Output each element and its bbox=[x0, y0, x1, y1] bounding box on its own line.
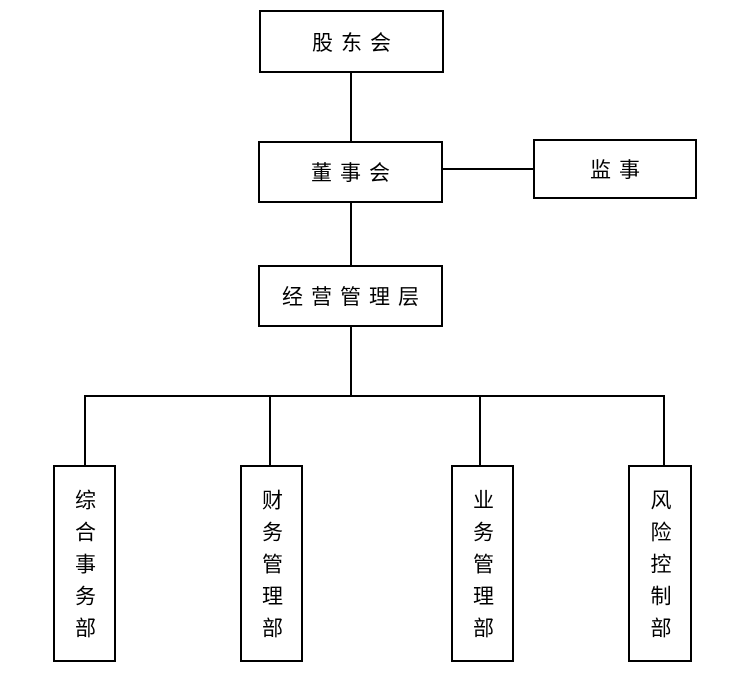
node-board-label: 董事会 bbox=[311, 161, 398, 185]
node-management-layer: 经营管理层 bbox=[258, 265, 443, 327]
connector-management-bus bbox=[350, 327, 352, 397]
node-supervisor-label: 监事 bbox=[590, 158, 648, 182]
connector-shareholders-board bbox=[350, 73, 352, 141]
connector-horizontal-bus bbox=[84, 395, 665, 397]
node-board-of-directors: 董事会 bbox=[258, 141, 443, 203]
node-dept-general-label: 综合事务部 bbox=[72, 489, 97, 649]
node-shareholders-label: 股东会 bbox=[312, 30, 399, 55]
node-dept-risk-label: 风险控制部 bbox=[648, 489, 672, 649]
node-dept-finance-label: 财务管理部 bbox=[259, 489, 284, 649]
node-dept-risk-control: 风险控制部 bbox=[628, 465, 692, 662]
node-dept-general-affairs: 综合事务部 bbox=[53, 465, 116, 662]
node-supervisor: 监事 bbox=[533, 139, 697, 199]
connector-drop-dept-general bbox=[84, 397, 86, 465]
connector-board-management bbox=[350, 203, 352, 265]
connector-drop-dept-risk bbox=[663, 397, 665, 465]
node-dept-business-label: 业务管理部 bbox=[470, 489, 495, 649]
node-shareholders-meeting: 股东会 bbox=[259, 10, 444, 73]
node-management-label: 经营管理层 bbox=[282, 285, 427, 309]
node-dept-finance-management: 财务管理部 bbox=[240, 465, 303, 662]
connector-drop-dept-finance bbox=[269, 397, 271, 465]
node-dept-business-management: 业务管理部 bbox=[451, 465, 514, 662]
connector-drop-dept-business bbox=[479, 397, 481, 465]
connector-board-supervisor bbox=[443, 168, 533, 170]
